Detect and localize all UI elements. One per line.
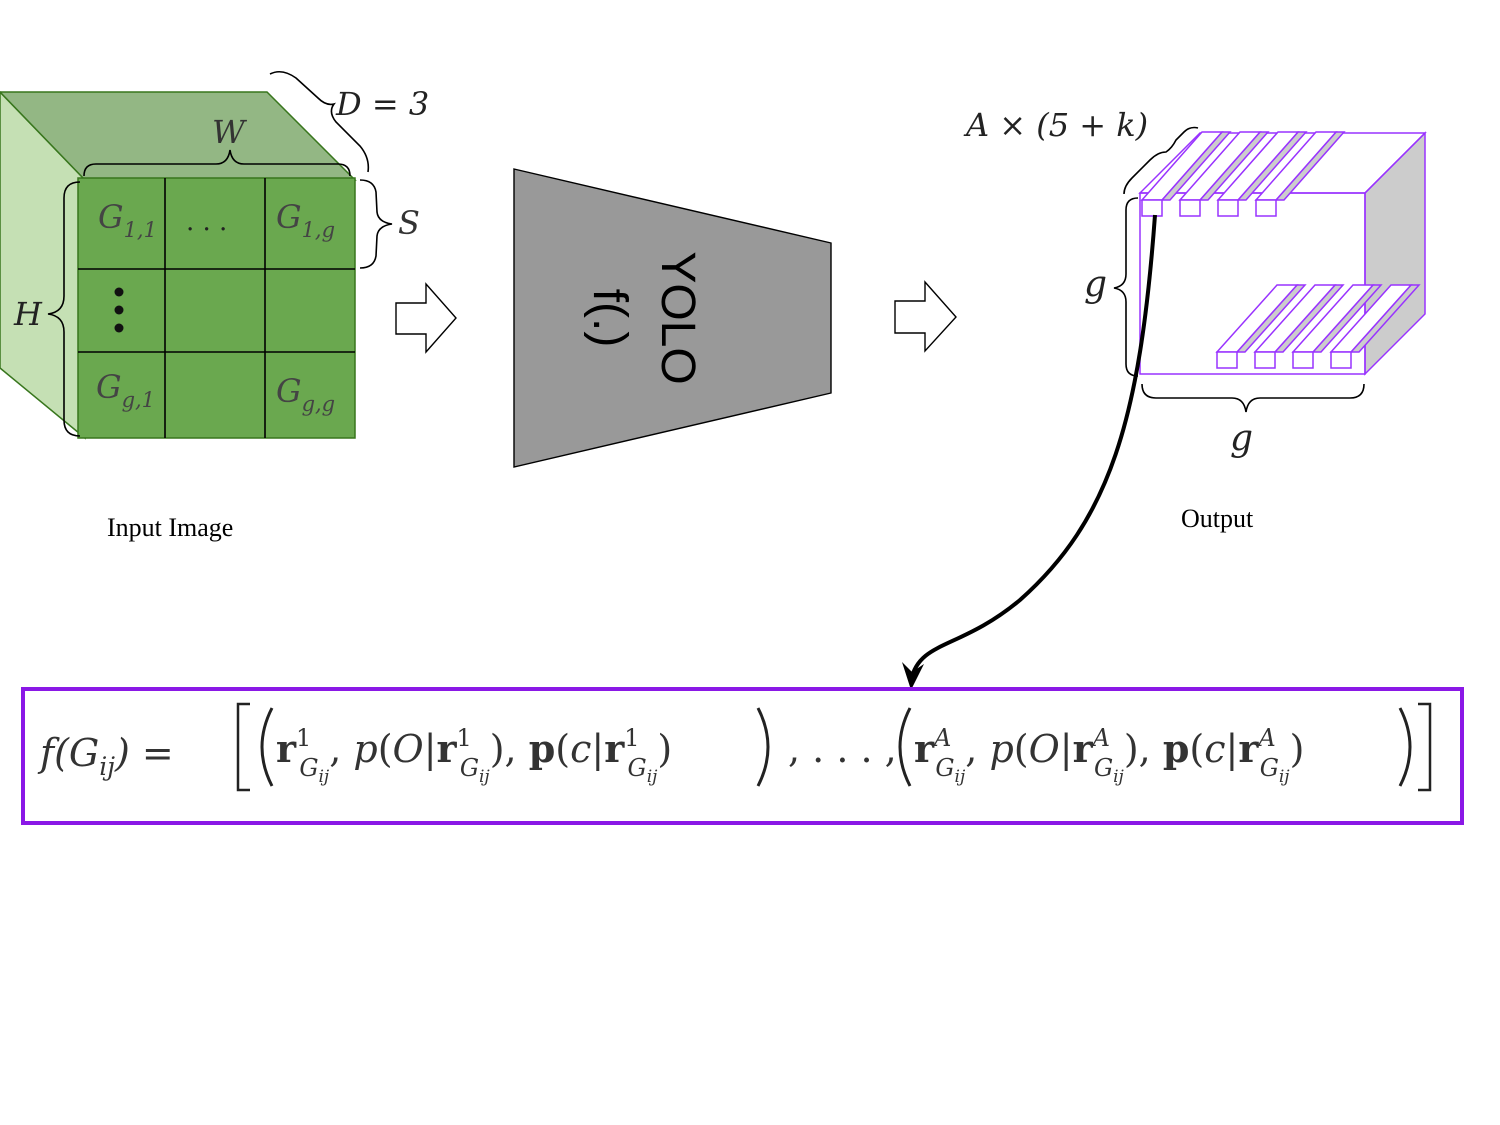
- top-anchor-bars: [1140, 131, 1346, 217]
- input-image-cube: G1,1 . . . G1,g Gg,1 Gg,g W H S D = 3 In…: [0, 70, 429, 542]
- anchor-brace-icon: [1123, 126, 1199, 195]
- grid-lines: [78, 178, 355, 438]
- depth-brace-icon: [269, 70, 370, 173]
- cell-g11: G1,1: [98, 198, 157, 242]
- grid-width-brace-icon: [1141, 383, 1365, 413]
- left-bracket-icon: [236, 702, 250, 792]
- yolo-function: f(.): [583, 289, 636, 348]
- height-label: H: [13, 295, 43, 333]
- height-brace-icon: [47, 181, 81, 437]
- bottom-anchor-bars: [1215, 284, 1421, 369]
- vdots-icon: [114, 287, 124, 333]
- hollow-right-arrow-icon: [894, 280, 957, 353]
- yolo-network: YOLO f(.): [513, 168, 832, 468]
- arrow-head-icon: [902, 662, 924, 690]
- cell-g1g: G1,g: [276, 198, 335, 242]
- cell-size-brace-icon: [359, 179, 393, 269]
- yolo-trapezoid: [513, 168, 832, 468]
- anchor-label: A × (5 + k): [963, 106, 1148, 144]
- grid-label-bottom: g: [1230, 418, 1253, 459]
- formula-lhs: f(Gij) =: [37, 731, 174, 781]
- yolo-name: YOLO: [651, 251, 704, 384]
- output-front-face: [1139, 192, 1366, 375]
- hollow-right-arrow-icon: [395, 282, 457, 354]
- right-bracket-icon: [1418, 702, 1432, 792]
- cell-hdots: . . .: [186, 207, 227, 237]
- depth-label: D = 3: [335, 85, 429, 123]
- cell-gg1: Gg,1: [96, 368, 155, 412]
- input-caption: Input Image: [107, 513, 233, 542]
- width-brace-icon: [83, 149, 351, 177]
- width-label: W: [212, 113, 248, 151]
- output-caption: Output: [1181, 504, 1254, 533]
- cell-ggg: Gg,g: [276, 372, 335, 416]
- pointer-arrow: [909, 214, 1157, 681]
- svg-text:, . . . ,: , . . . ,: [788, 727, 897, 771]
- output-side-face: [1364, 131, 1426, 376]
- grid-label-left: g: [1084, 264, 1107, 305]
- output-tensor: [1138, 131, 1427, 376]
- cube-front-face: [77, 177, 356, 439]
- grid-height-brace-icon: [1113, 197, 1139, 377]
- cell-size-label: S: [398, 204, 420, 242]
